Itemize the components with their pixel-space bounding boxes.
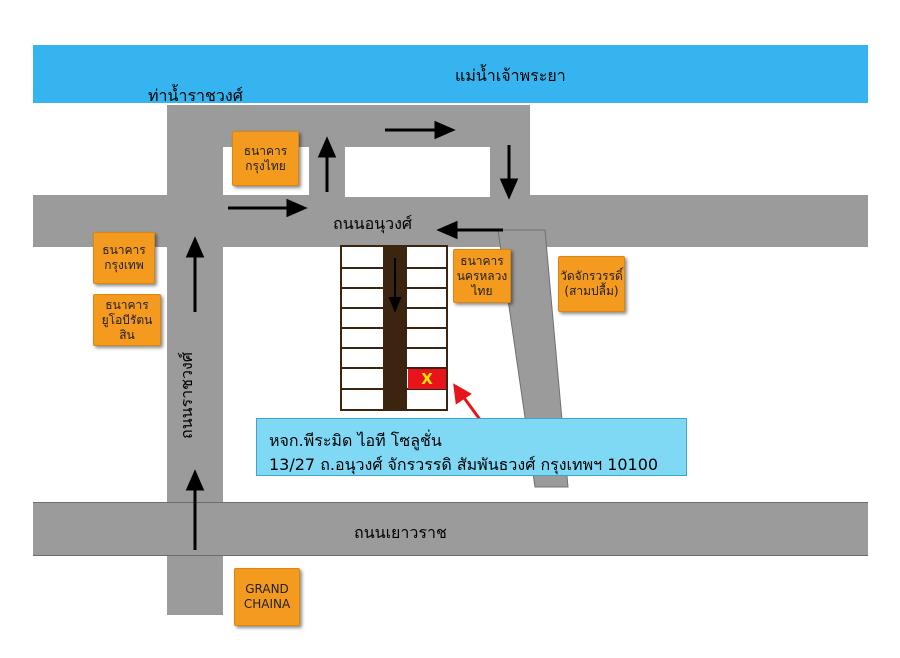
anuwong-road [33,195,868,247]
arrow-right-anuwong-icon [228,198,308,218]
chao-phraya-river [33,45,868,103]
hotel-name: GRAND [245,582,289,596]
yaowarat-road-label: ถนนเยาวราช [354,523,447,542]
arrow-left-anuwong-icon [436,220,503,240]
arrow-down-alley-icon [388,258,402,313]
hotel-name-line2: CHAINA [243,597,291,611]
arrow-up-ratchawong-top-icon [185,236,205,312]
bank-name-line2: ยูโอบีรัตนสิน [101,312,153,342]
temple-name: วัดจักรวรรดิ์ [560,269,623,283]
arrow-up-ratchawong-bottom-icon [185,469,205,550]
uob-bank: ธนาคาร ยูโอบีรัตนสิน [93,294,161,346]
arrow-up-loop-icon [317,136,337,192]
arrow-right-top-icon [385,120,456,140]
grand-china-hotel: GRAND CHAINA [234,568,300,626]
location-marker: X [421,370,433,388]
company-name: หจก.พีระมิด ไอที โซลูชั่น [269,431,442,450]
bank-name-line2: นครหลวงไทย [456,268,508,298]
bank-name-line2: กรุงเทพ [104,258,144,272]
company-info-box: หจก.พีระมิด ไอที โซลูชั่น 13/27 ถ.อนุวงศ… [256,418,687,476]
anuwong-road-label: ถนนอนุวงศ์ [333,214,413,233]
bangkok-bank: ธนาคาร กรุงเทพ [93,232,155,284]
wat-chakkrawat: วัดจักรวรรดิ์ (สามปลื้ม) [558,256,625,312]
bank-name: ธนาคาร [460,253,504,268]
bank-name: ธนาคาร [243,143,288,158]
bank-name: ธนาคาร [102,243,146,257]
arrow-down-loop-icon [499,145,519,200]
loop-inner-block [345,147,490,197]
nakhon-luang-bank: ธนาคาร นครหลวงไทย [453,249,511,303]
temple-name-line2: (สามปลื้ม) [564,284,619,298]
ktb-bank-top: ธนาคาร กรุงไทย [232,131,299,186]
ratchawong-road-label: ถนนราชวงศ์ [176,352,196,439]
bank-name: ธนาคาร [105,297,149,312]
pier-label: ท่าน้ำราชวงศ์ [148,86,243,105]
bank-name-line2: กรุงไทย [245,158,286,173]
river-label: แม่น้ำเจ้าพระยา [455,66,566,85]
yaowarat-road [33,502,868,556]
company-address: 13/27 ถ.อนุวงศ์ จักรวรรดิ สัมพันธวงศ์ กร… [269,455,659,474]
